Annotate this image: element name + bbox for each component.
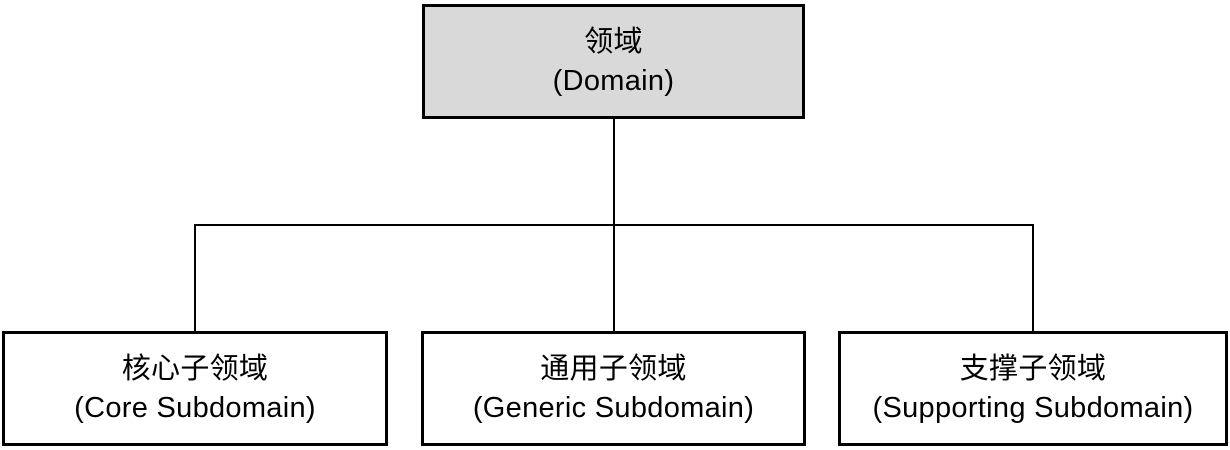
node-core-subdomain-label-zh: 核心子领域: [121, 352, 269, 385]
node-generic-subdomain-label-zh: 通用子领域: [540, 352, 687, 385]
node-generic-subdomain: 通用子领域 (Generic Subdomain): [421, 331, 806, 446]
connector-supporting-vertical-line: [1032, 224, 1034, 331]
connector-core-vertical-line: [194, 224, 196, 331]
node-domain-label-en: (Domain): [552, 64, 675, 97]
node-core-subdomain-label-en: (Core Subdomain): [74, 391, 316, 424]
node-supporting-subdomain: 支撑子领域 (Supporting Subdomain): [838, 331, 1228, 446]
node-generic-subdomain-label-en: (Generic Subdomain): [472, 391, 755, 424]
node-supporting-subdomain-label-en: (Supporting Subdomain): [872, 391, 1194, 424]
node-domain-label-zh: 领域: [584, 25, 643, 58]
node-core-subdomain: 核心子领域 (Core Subdomain): [2, 331, 388, 446]
connector-horizontal-line: [194, 224, 1034, 226]
node-domain: 领域 (Domain): [422, 4, 805, 119]
node-supporting-subdomain-label-zh: 支撑子领域: [959, 352, 1107, 385]
